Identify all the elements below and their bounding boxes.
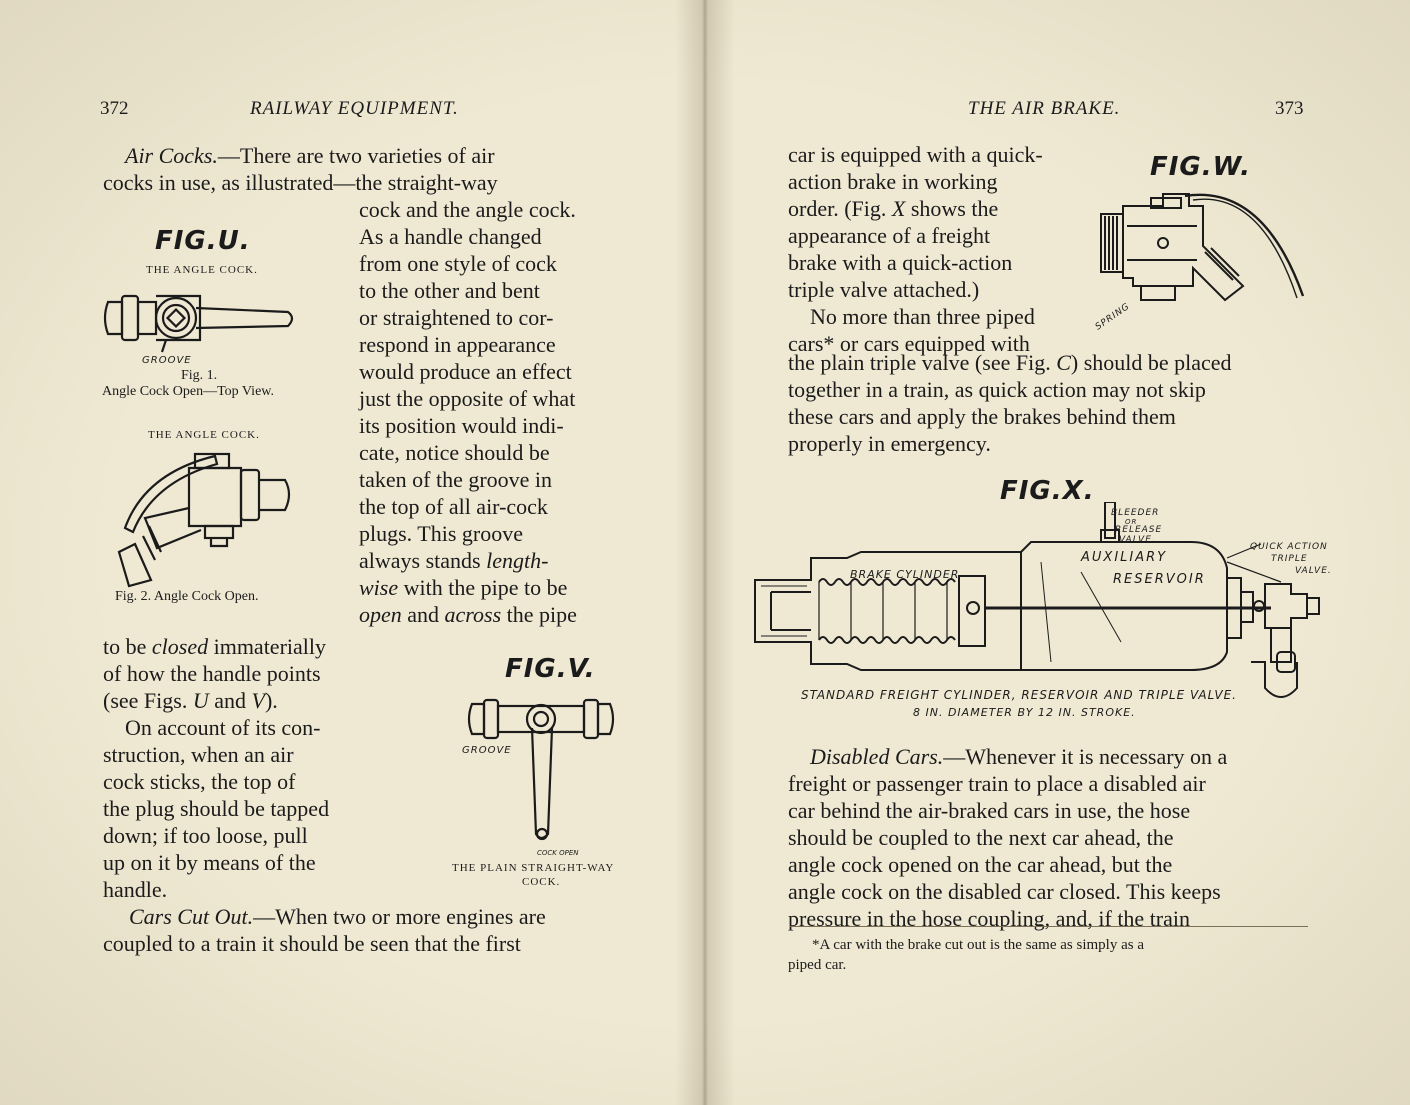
fig-u-groove-label: GROOVE — [142, 355, 192, 366]
fig-x-title: FIG.X. — [1000, 476, 1095, 506]
fig-v-cock-open-label: COCK OPEN — [537, 849, 579, 857]
air-cocks-paragraph-top: Air Cocks.—There are two varieties of ai… — [103, 143, 498, 195]
fig-x-auxiliary-label: AUXILIARY — [1081, 550, 1168, 565]
fig-u-fig2-caption: Fig. 2. Angle Cock Open. — [115, 589, 259, 604]
book-gutter — [675, 0, 735, 1105]
fig-u-caption-mid: THE ANGLE COCK. — [148, 429, 260, 441]
fig-w-title: FIG.W. — [1150, 152, 1251, 182]
fig-u-caption-top: THE ANGLE COCK. — [146, 264, 258, 276]
footnote: *A car with the brake cut out is the sam… — [788, 937, 1144, 973]
running-head: RAILWAY EQUIPMENT. — [250, 98, 459, 119]
fig-x-bleeder-label-2: OR — [1125, 518, 1138, 526]
air-cocks-heading: Air Cocks. — [125, 143, 218, 168]
fig-x-bleeder-label-1: BLEEDER — [1111, 508, 1160, 518]
disabled-cars-heading: Disabled Cars. — [810, 744, 944, 769]
right-page: THE AIR BRAKE. 373 car is equipped with … — [705, 0, 1410, 1105]
fig-x-bleeder-label-4: VALVE. — [1119, 535, 1156, 545]
fig-x-caption-line2: 8 IN. DIAMETER BY 12 IN. STROKE. — [913, 706, 1136, 719]
running-head: THE AIR BRAKE. — [968, 98, 1121, 119]
straight-way-cock-drawing — [467, 698, 615, 841]
quick-action-triple-valve-drawing — [1100, 193, 1305, 302]
fig-u-fig1-label: Fig. 1. — [181, 368, 218, 383]
fig-u-fig1-caption: Angle Cock Open—Top View. — [102, 384, 274, 399]
top-column-text: car is equipped with a quick- action bra… — [788, 142, 1043, 356]
page-number: 372 — [100, 98, 129, 119]
freight-brake-assembly-drawing — [754, 502, 1320, 698]
fig-x-triple-label: TRIPLE — [1271, 554, 1308, 564]
lower-left-text: to be closed immaterially of how the han… — [103, 634, 330, 902]
angle-cock-top-view-drawing — [103, 294, 294, 353]
angle-cock-open-drawing — [117, 452, 291, 588]
fig-u-title: FIG.U. — [155, 226, 251, 256]
fig-x-bleeder-label-3: RELEASE — [1115, 525, 1163, 535]
page-number: 373 — [1275, 98, 1304, 119]
fig-x-valve-label: VALVE. — [1295, 566, 1332, 576]
fig-x-reservoir-label: RESERVOIR — [1113, 572, 1206, 587]
disabled-cars-paragraph: Disabled Cars.—Whenever it is necessary … — [788, 744, 1228, 931]
footnote-rule — [790, 926, 1308, 927]
fig-x-caption-line1: STANDARD FREIGHT CYLINDER, RESERVOIR AND… — [801, 688, 1237, 702]
left-page: 372 RAILWAY EQUIPMENT. Air Cocks.—There … — [100, 98, 615, 956]
air-cocks-column-text: cock and the angle cock. As a handle cha… — [359, 197, 577, 627]
cars-cut-out-heading: Cars Cut Out. — [129, 904, 254, 929]
top-wide-text: the plain triple valve (see Fig. C) shou… — [788, 350, 1232, 456]
fig-v-groove-label: GROOVE — [462, 745, 512, 756]
fig-v-caption-line1: THE PLAIN STRAIGHT-WAY — [452, 862, 615, 874]
fig-x-brake-cylinder-label: BRAKE CYLINDER — [850, 568, 960, 581]
fig-v-caption-line2: COCK. — [522, 876, 561, 888]
fig-x-quick-action-label: QUICK ACTION — [1250, 542, 1328, 552]
cars-cut-out-paragraph: Cars Cut Out.—When two or more engines a… — [103, 904, 546, 956]
fig-v-title: FIG.V. — [505, 654, 596, 684]
